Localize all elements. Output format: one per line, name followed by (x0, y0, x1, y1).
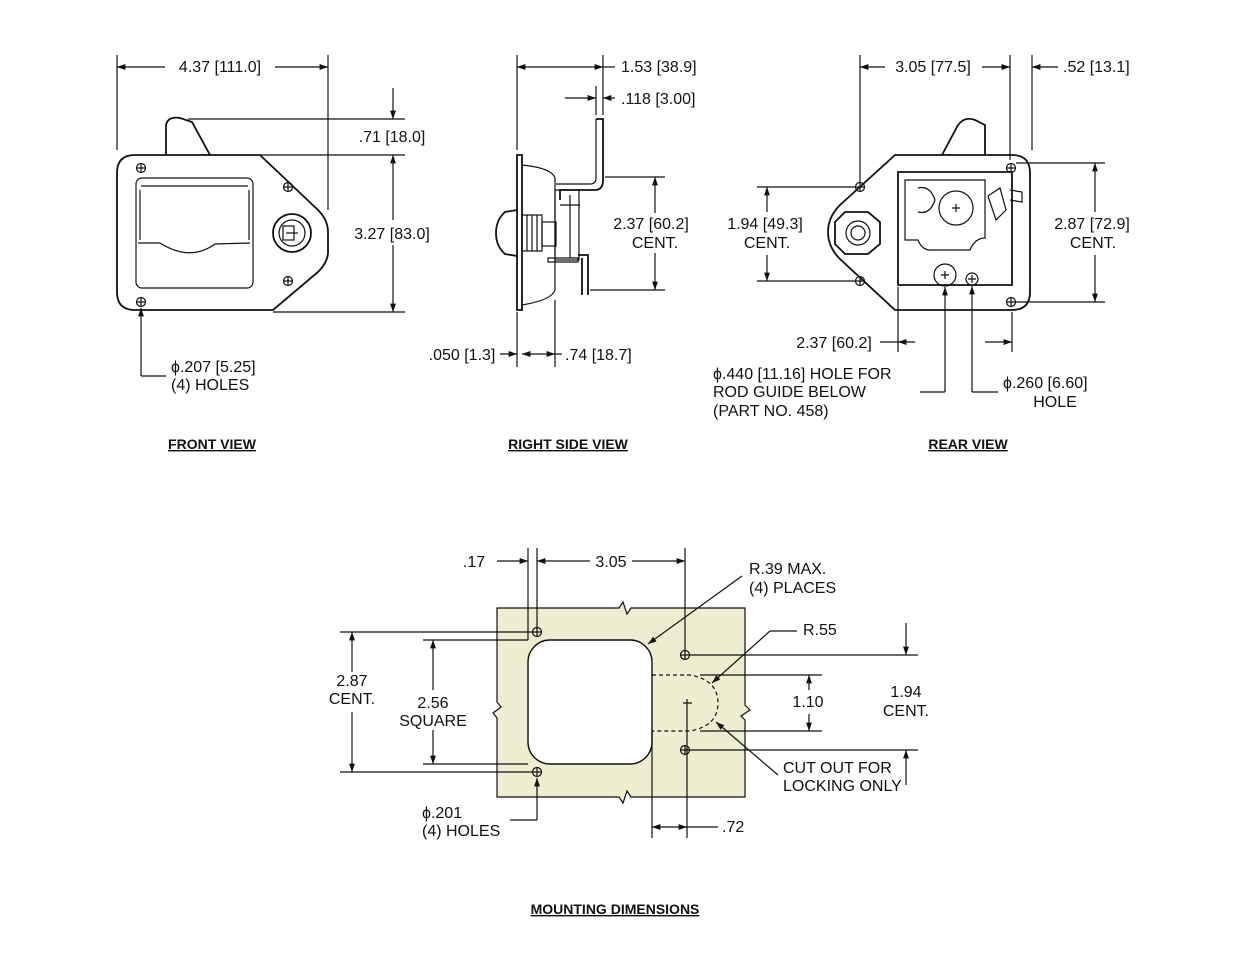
mounting-hole (679, 649, 691, 661)
front-mounting-hole (135, 296, 147, 308)
rear-body-outline (827, 154, 1031, 311)
mounting-square-label: SQUARE (399, 713, 467, 730)
rear-lock-centers-dim: 1.94 [49.3] (727, 216, 803, 233)
mounting-height-cent: CENT. (329, 691, 375, 708)
rear-mounting-hole (854, 181, 866, 193)
rear-view-title: REAR VIEW (928, 436, 1008, 452)
mounting-radius-max: R.39 MAX. (749, 561, 826, 578)
side-view-title: RIGHT SIDE VIEW (508, 436, 629, 452)
mounting-cut-offset-dim: .72 (722, 819, 744, 836)
mounting-lock-cutout (652, 674, 719, 732)
side-centers-dim: 2.37 [60.2] (613, 216, 689, 233)
mounting-square-cutout (527, 639, 653, 765)
front-height-dim: 3.27 [83.0] (354, 226, 430, 243)
rear-edge-dim: .52 [13.1] (1063, 59, 1130, 76)
side-plate-dim: .118 [3.00] (621, 91, 695, 108)
rear-small-hole (965, 272, 979, 286)
rear-lock-centers-cent: CENT. (744, 235, 790, 252)
front-handle-tab (165, 116, 211, 156)
mounting-cutout-line2: LOCKING ONLY (783, 778, 902, 795)
rear-lock-cylinder (834, 211, 881, 255)
rear-small-hole-dim: ϕ.260 [6.60] (1003, 375, 1088, 392)
mounting-height-dim: 2.87 (336, 673, 367, 690)
right-side-view: 1.53 [38.9] .118 [3.00] 2.37 [60.2] CENT… (429, 55, 697, 452)
rear-rod-guide-hole (933, 263, 957, 287)
side-lock-cylinder (495, 209, 518, 257)
rear-height-cent: CENT. (1070, 235, 1116, 252)
mounting-hole-dim: ϕ.201 (422, 805, 462, 822)
rear-height-dim: 2.87 [72.9] (1054, 216, 1130, 233)
rear-view: 3.05 [77.5] .52 [13.1] 1.94 [49.3] CENT.… (713, 55, 1130, 452)
rear-rod-hole-line1: ϕ.440 [11.16] HOLE FOR (713, 366, 892, 383)
mounting-square-dim: 2.56 (417, 695, 448, 712)
mounting-title: MOUNTING DIMENSIONS (531, 901, 700, 917)
front-body-outline (116, 154, 329, 311)
mounting-edge-dim: .17 (463, 554, 485, 571)
front-lock-cylinder (272, 213, 312, 253)
mounting-hole (679, 744, 691, 756)
rear-mounting-hole (1005, 296, 1017, 308)
mounting-hole-count: (4) HOLES (422, 823, 500, 840)
mounting-right-dim: 1.94 (890, 684, 921, 701)
mounting-hole (531, 626, 543, 638)
side-bracket (559, 118, 604, 200)
rear-rod-hole-line2: ROD GUIDE BELOW (713, 384, 867, 401)
front-flange-dim: .71 [18.0] (359, 129, 426, 146)
side-depth-dim: 1.53 [38.9] (621, 59, 697, 76)
mounting-hole (531, 766, 543, 778)
front-hole-dim: ϕ.207 [5.25] (171, 359, 256, 376)
front-handle-recess (135, 177, 254, 289)
mounting-radius-cut: R.55 (803, 622, 837, 639)
side-centers-cent: CENT. (632, 235, 678, 252)
mounting-cutout-line1: CUT OUT FOR (783, 760, 892, 777)
mounting-radius-places: (4) PLACES (749, 580, 836, 597)
side-offset-dim: .74 [18.7] (565, 347, 632, 364)
front-view: 4.37 [111.0] .71 [18.0] 3.27 [83.0] ϕ.20… (116, 55, 430, 452)
front-hole-count: (4) HOLES (171, 377, 249, 394)
rear-small-hole-label: HOLE (1033, 394, 1077, 411)
side-flange (516, 154, 523, 311)
rear-width-dim: 3.05 [77.5] (895, 59, 971, 76)
front-mounting-hole (282, 181, 294, 193)
rear-handle-tab (941, 117, 986, 156)
mounting-dimensions: .17 3.05 R.39 MAX. (4) PLACES R.55 2.87 … (329, 548, 929, 917)
rear-horizontal-dim: 2.37 [60.2] (796, 335, 872, 352)
mounting-spacing-dim: 3.05 (595, 554, 626, 571)
front-mounting-hole (135, 162, 147, 174)
rear-rod-hole-line3: (PART NO. 458) (713, 403, 829, 420)
front-mounting-hole (282, 275, 294, 287)
mounting-cut-height-dim: 1.10 (792, 694, 823, 711)
side-gauge-dim: .050 [1.3] (429, 347, 496, 364)
rear-housing (897, 171, 1013, 286)
mounting-right-cent: CENT. (883, 703, 929, 720)
rear-mounting-hole (1005, 162, 1017, 174)
front-view-title: FRONT VIEW (168, 436, 257, 452)
rear-mounting-hole (854, 275, 866, 287)
front-width-dim: 4.37 [111.0] (179, 59, 261, 76)
